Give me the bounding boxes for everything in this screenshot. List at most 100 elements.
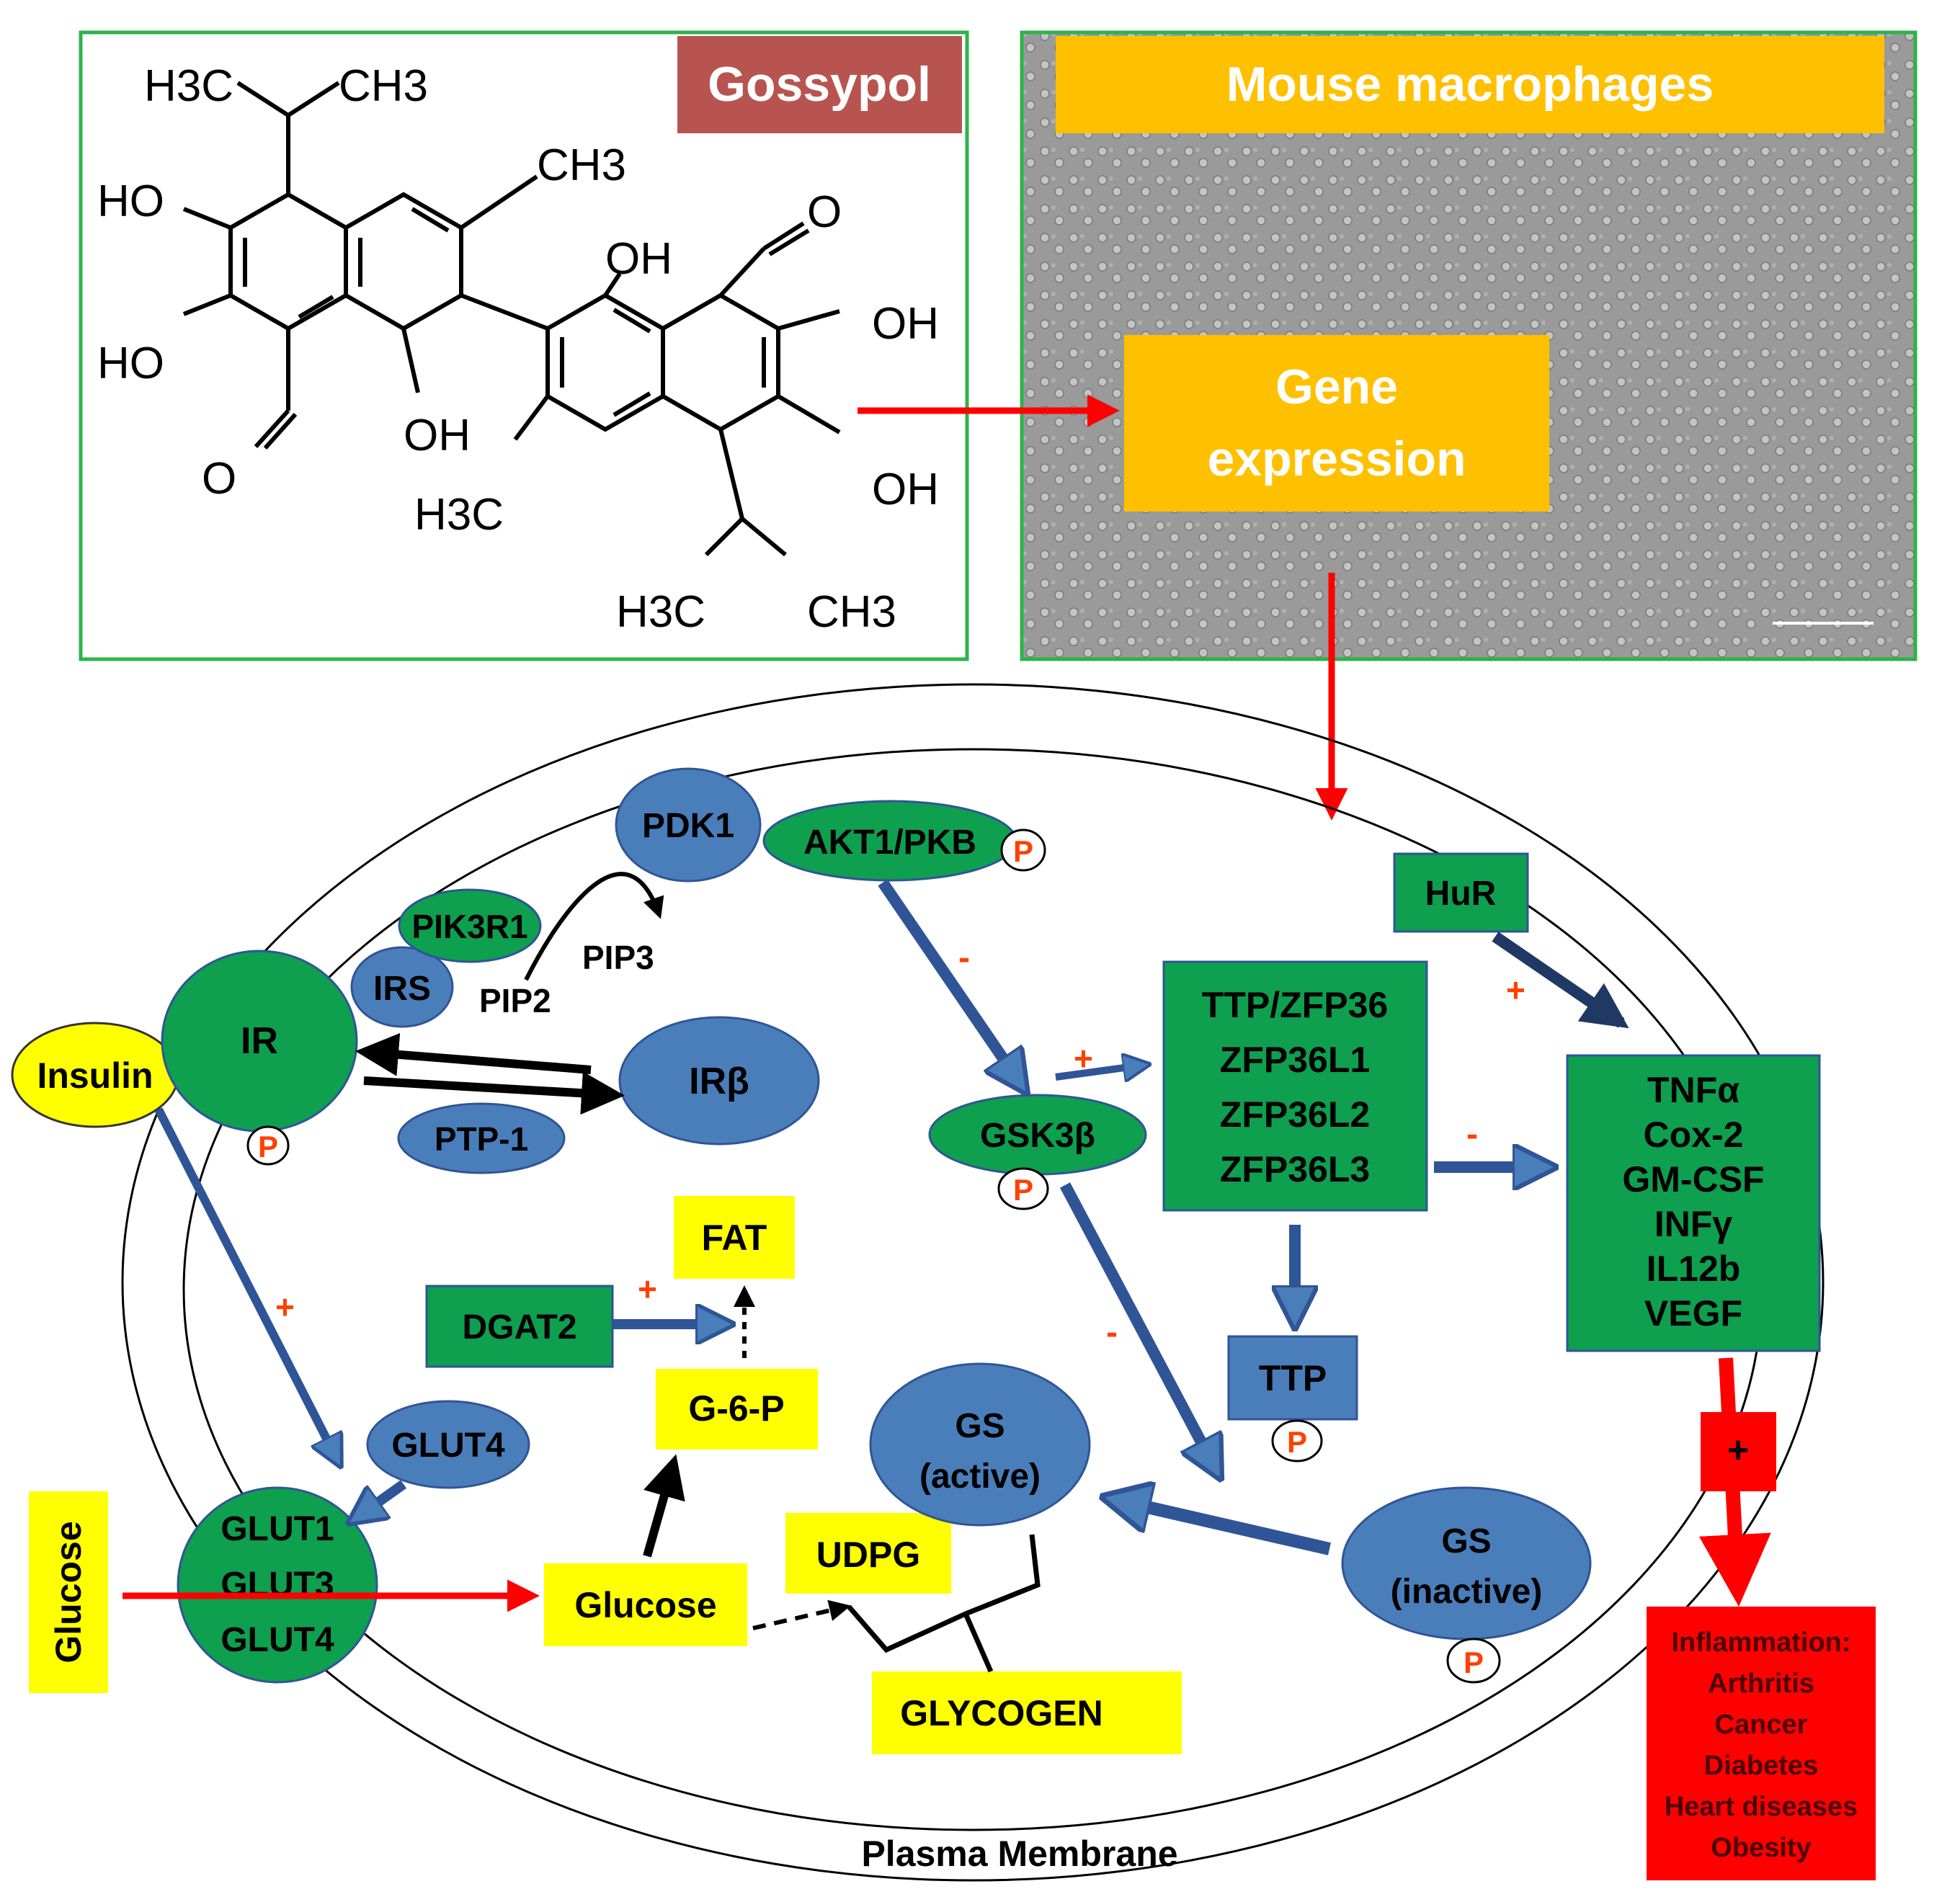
arrow-irbeta-to-ir (355, 1032, 592, 1076)
fat-box (674, 1196, 795, 1279)
ttp-phospho-badge (1271, 1419, 1323, 1462)
ptp1-label: PTP-1 (435, 1120, 528, 1158)
hur-label: HuR (1425, 875, 1497, 913)
chem-aldehyde-o-left: O (202, 454, 236, 504)
pik3r1-node (398, 888, 542, 963)
chem-h3c-bottom: H3C (616, 587, 705, 637)
akt-phospho-badge (1000, 829, 1046, 872)
arrow-ir-to-irbeta (363, 1071, 625, 1115)
ttp-phospho-label: P (1287, 1425, 1307, 1459)
gs-inactive-node (1341, 1486, 1592, 1640)
akt-phospho-label: P (1013, 834, 1033, 868)
gossypol-atom-labels: H3C CH3 CH3 HO HO OH OH OH OH O O H3C H3… (97, 61, 939, 637)
plasma-membrane-outer (121, 683, 1825, 1882)
gossypol-panel-border (79, 30, 969, 661)
sign-gsk3b-gs: - (1106, 1313, 1118, 1352)
irs-node (350, 946, 454, 1028)
chem-ho-2: HO (97, 339, 164, 388)
pip2-label: PIP2 (479, 982, 551, 1019)
g6p-box (656, 1369, 818, 1450)
glucose-outside-label: Glucose (48, 1521, 89, 1663)
glut-label-3: GLUT4 (220, 1621, 334, 1659)
zfp-label-2: ZFP36L1 (1220, 1040, 1370, 1080)
plus-box (1701, 1412, 1776, 1491)
chem-oh-5: OH (404, 411, 471, 460)
gsk3b-phospho-badge (997, 1167, 1049, 1210)
gsk3b-signaling: GSK3β P - - + (878, 879, 1218, 1473)
gene-expression-line-1: Gene (1275, 360, 1398, 414)
arrow-glucose-to-g6p (643, 1454, 685, 1558)
plasma-membrane-label: Plasma Membrane (861, 1834, 1177, 1874)
chem-aldehyde-o-right: O (807, 187, 842, 237)
cytokine-label-4: INFγ (1654, 1204, 1733, 1244)
gs-inactive-label-1: GS (1441, 1522, 1491, 1560)
macrophage-panel: Mouse macrophages Gene expression (1020, 30, 1917, 661)
ir-label: IR (241, 1020, 278, 1062)
glycogen-label: GLYCOGEN (900, 1693, 1103, 1733)
inflammation-item-4: Heart diseases (1665, 1792, 1858, 1822)
inflammation-title: Inflammation: (1671, 1627, 1850, 1658)
ptp1-node (397, 1102, 566, 1174)
gene-expression-box (1124, 335, 1549, 512)
glycogen-branch: UDPG GLYCOGEN GS (active) GS (inactive) … (752, 1362, 1592, 1754)
pdk1-node (615, 767, 762, 883)
gossypol-panel: Gossypol (79, 30, 969, 661)
udpg-box (785, 1513, 951, 1594)
cytokine-label-5: IL12b (1647, 1249, 1741, 1289)
gene-expression-line-2: expression (1207, 432, 1466, 486)
inflammation-item-2: Cancer (1715, 1710, 1808, 1740)
gs-inactive-phospho-badge (1446, 1638, 1501, 1684)
chem-ho-1: HO (97, 177, 164, 226)
arrow-insulin-to-glut (154, 1107, 339, 1462)
arrow-akt-to-gsk3b (878, 879, 1023, 1088)
sign-insulin-glut: + (275, 1288, 295, 1326)
irs-label: IRS (373, 970, 431, 1008)
inflammation-item-1: Arthritis (1708, 1669, 1814, 1699)
macrophage-label-box (1056, 36, 1884, 133)
pip2-to-pip3-arrow (524, 872, 664, 981)
arrow-glucose-to-udpg (752, 1599, 851, 1630)
lipid-branch: G-6-P FAT DGAT2 + (425, 1196, 818, 1558)
gs-inactive-label-2: (inactive) (1391, 1573, 1543, 1611)
macrophage-label: Mouse macrophages (1226, 57, 1714, 112)
chem-h3c-methyl: H3C (414, 490, 504, 540)
arrow-hur-to-cytokines (1492, 932, 1629, 1029)
gs-active-label-2: (active) (919, 1457, 1041, 1496)
inflammation-item-3: Diabetes (1704, 1751, 1818, 1781)
inflammation-outcome: + Inflammation: Arthritis Cancer Diabete… (1647, 1357, 1876, 1880)
pdk1-label: PDK1 (642, 807, 734, 845)
glut-node (177, 1486, 378, 1684)
arrow-gs-inactive-to-active (1110, 1499, 1332, 1555)
insulin-receptor-complex: Insulin IR P IRS PIK3R1 PDK1 AKT1/PKB P … (11, 767, 1046, 1174)
gsk3b-label: GSK3β (980, 1117, 1095, 1155)
gs-active-label-1: GS (955, 1407, 1004, 1445)
zfp-label-1: TTP/ZFP36 (1202, 985, 1388, 1025)
chem-oh-3: OH (605, 234, 672, 284)
glut-label-1: GLUT1 (220, 1510, 334, 1548)
glut4-node (366, 1400, 530, 1489)
g6p-label: G-6-P (688, 1388, 784, 1429)
chem-ch3-top: CH3 (339, 61, 428, 111)
gossypol-structure (182, 81, 841, 557)
glucose-uptake: Glucose GLUT1 GLUT3 GLUT4 GLUT4 + Glucos… (29, 1107, 747, 1693)
ttp-cytokine-regulation: TTP/ZFP36 ZFP36L1 ZFP36L2 ZFP36L3 HuR + … (1162, 852, 1821, 1462)
arrow-gsk3b-to-gs (1059, 1182, 1218, 1473)
gs-inactive-phospho-label: P (1464, 1645, 1484, 1679)
glycogen-brace (847, 1534, 1041, 1673)
zfp-box (1162, 960, 1428, 1212)
cytokine-label-2: Cox-2 (1644, 1115, 1744, 1155)
fat-label: FAT (702, 1218, 767, 1258)
hur-box (1393, 852, 1529, 933)
udpg-label: UDPG (816, 1535, 920, 1575)
chem-ch3-bottom: CH3 (807, 587, 896, 637)
insulin-label: Insulin (37, 1055, 153, 1096)
gossypol-label-box (677, 36, 962, 133)
ir-phospho-badge (246, 1125, 290, 1166)
glycogen-box (872, 1671, 1182, 1754)
akt-label: AKT1/PKB (803, 823, 976, 862)
sign-dgat2: + (638, 1270, 657, 1308)
plus-box-label: + (1727, 1429, 1749, 1471)
chem-ch3-methyl: CH3 (537, 140, 626, 190)
zfp-label-3: ZFP36L2 (1220, 1094, 1370, 1135)
